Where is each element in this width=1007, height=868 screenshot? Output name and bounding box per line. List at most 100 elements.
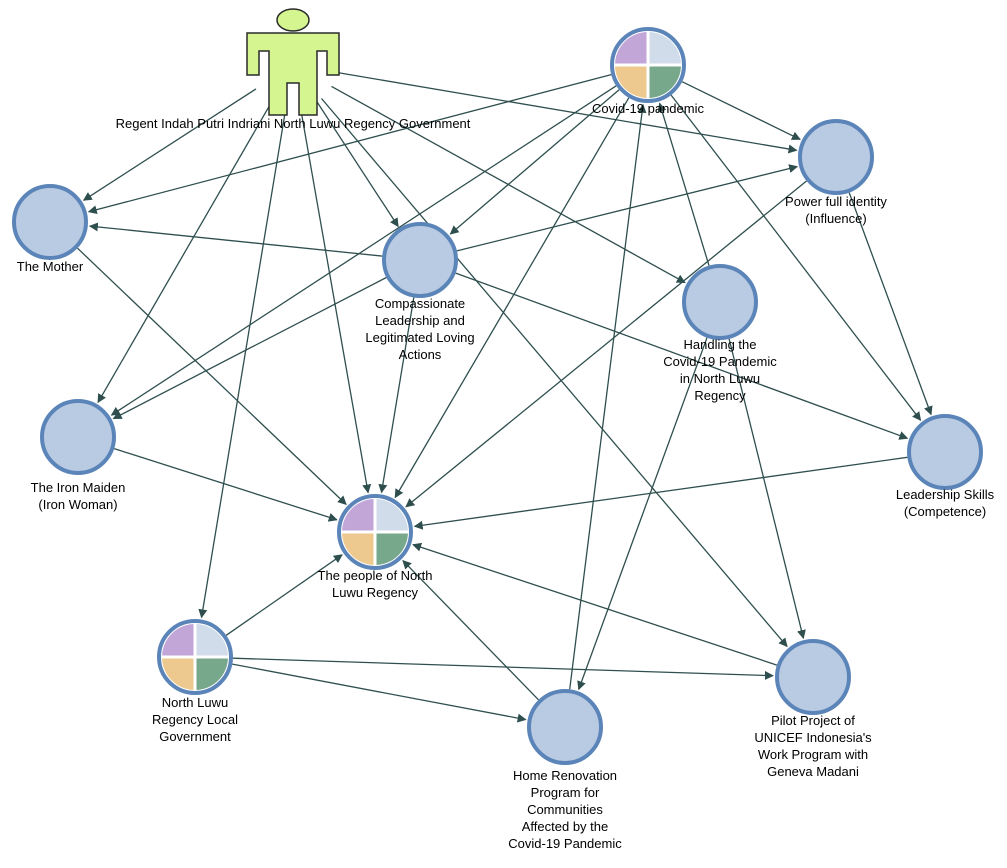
label-line: (Influence) [805,211,866,226]
label-line: Luwu Regency [332,585,418,600]
label-line: North Luwu [162,695,228,710]
edges-layer [77,71,933,723]
edge-handling-to-home [577,337,708,691]
node-label-iron: The Iron Maiden (Iron Woman) [31,480,126,512]
node-covid[interactable]: Covid-19 pandemic [592,27,705,116]
edge-regent-to-iron [97,102,272,404]
edge-regent-to-compassionate [316,101,399,228]
edge-mother-to-people [77,247,347,506]
label-line: Covid-19 Pandemic [663,354,777,369]
node-label-power: Power full identity (Influence) [785,194,887,226]
edge-compassionate-to-mother [88,222,383,257]
label-line: Covid-19 pandemic [592,101,705,116]
quadrant-circle-icon [157,619,233,695]
circle-icon [682,264,758,340]
edge-regent-to-localgov [198,108,287,619]
edge-compassionate-to-power [456,164,799,252]
edge-covid-to-skills [670,94,922,422]
edge-home-to-covid [569,103,647,690]
label-line: Government [159,729,231,744]
label-line: (Competence) [904,504,986,519]
label-line: Legitimated Loving [365,330,474,345]
circle-icon [382,222,458,298]
edge-compassionate-to-skills [455,272,909,440]
label-line: Compassionate [375,296,465,311]
edge-pilot-to-people [412,542,778,666]
edge-covid-to-iron [110,85,617,416]
node-label-skills: Leadership Skills (Competence) [896,487,995,519]
label-line: Covid-19 Pandemic [508,836,622,851]
person-icon [246,8,340,116]
label-line: UNICEF Indonesia's [754,730,872,745]
edge-covid-to-mother [87,73,612,215]
edge-power-to-skills [848,192,933,416]
circle-icon [40,399,116,475]
circle-icon [907,414,983,490]
edge-covid-to-people [394,97,630,499]
label-line: Actions [399,347,442,362]
edge-regent-to-pilot [321,98,788,648]
edge-home-to-people [402,559,539,701]
label-line: Leadership Skills [896,487,995,502]
label-line: Handling the [684,337,757,352]
edge-handling-to-pilot [728,338,806,640]
edge-compassionate-to-people [378,297,415,494]
node-label-covid: Covid-19 pandemic [592,101,705,116]
quadrant-circle-icon [337,494,413,570]
label-line: Geneva Madani [767,764,859,779]
label-line: Program for [531,785,600,800]
label-line: in North Luwu [680,371,760,386]
edge-regent-to-mother [82,88,257,201]
node-power[interactable]: Power full identity (Influence) [785,119,887,226]
label-line: Power full identity [785,194,887,209]
label-line: Regency Local [152,712,238,727]
label-line: Communities [527,802,603,817]
nodes-layer: Regent Indah Putri Indriani North Luwu R… [12,8,995,851]
circle-icon [798,119,874,195]
label-line: Affected by the [522,819,609,834]
label-line: The Iron Maiden [31,480,126,495]
circle-icon [527,689,603,765]
label-line: Regency [694,388,746,403]
edge-regent-to-power [336,71,798,154]
label-line: Regent Indah Putri Indriani North Luwu R… [116,116,471,131]
circle-icon [12,184,88,260]
circle-icon [775,639,851,715]
node-skills[interactable]: Leadership Skills (Competence) [896,414,995,519]
edge-compassionate-to-iron [112,276,387,420]
label-line: (Iron Woman) [38,497,117,512]
node-label-mother: The Mother [17,259,84,274]
edge-covid-to-compassionate [449,89,620,235]
label-line: The people of North [318,568,433,583]
label-line: Work Program with [758,747,868,762]
edge-localgov-to-home [232,663,527,723]
node-label-regent: Regent Indah Putri Indriani North Luwu R… [116,116,471,131]
node-regent[interactable]: Regent Indah Putri Indriani North Luwu R… [116,8,471,131]
edge-localgov-to-people [225,554,343,636]
label-line: The Mother [17,259,84,274]
edge-regent-to-people [299,108,372,494]
quadrant-circle-icon [610,27,686,103]
edge-power-to-people [405,180,807,508]
label-line: Pilot Project of [771,713,855,728]
edge-skills-to-people [413,456,908,530]
edge-covid-to-power [681,81,801,140]
edge-iron-to-people [114,447,338,522]
node-mother[interactable]: The Mother [12,184,88,274]
node-iron[interactable]: The Iron Maiden (Iron Woman) [31,399,126,512]
edge-localgov-to-pilot [232,657,774,680]
label-line: Home Renovation [513,768,617,783]
